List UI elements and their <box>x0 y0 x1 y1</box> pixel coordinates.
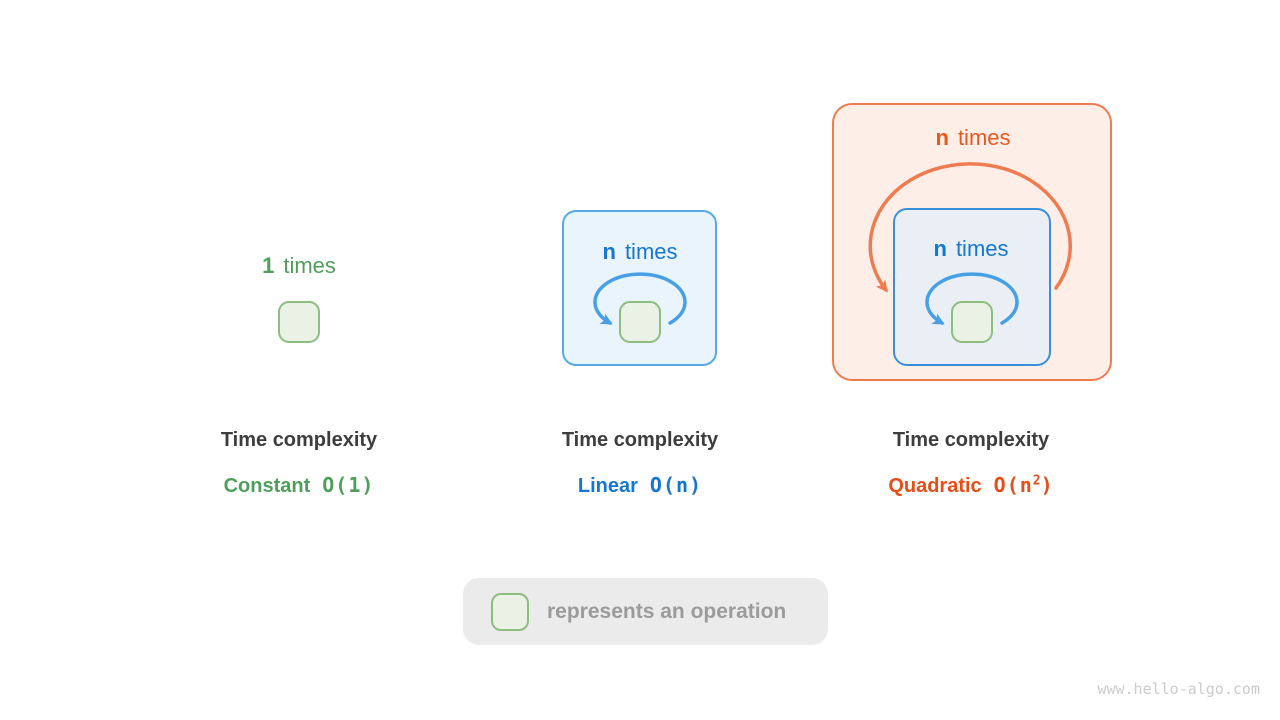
big-o-notation: O(1) <box>322 473 375 497</box>
loop-count-number: n <box>935 125 949 150</box>
complexity-label-quadratic: Quadratic O(n2) <box>841 473 1101 498</box>
operation-box-constant <box>278 301 320 343</box>
panel-title: Time complexity <box>892 429 1050 451</box>
loop-count-number: n <box>933 236 947 261</box>
operation-box-linear <box>619 301 661 343</box>
complexity-label-constant: Constant O(1) <box>169 473 429 498</box>
quadratic-inner-loop-count-label: n times <box>871 236 1071 262</box>
complexity-name: Linear <box>577 475 638 497</box>
loop-count-word: times <box>957 125 1011 150</box>
operation-box-quadratic <box>951 301 993 343</box>
complexity-label-linear: Linear O(n) <box>510 473 770 498</box>
linear-loop-count-label: n times <box>540 239 740 265</box>
operation-box-icon <box>491 592 529 631</box>
loop-count-word: times <box>624 239 678 264</box>
watermark: www.hello-algo.com <box>1097 680 1260 698</box>
constant-loop-count-label: 1 times <box>199 253 399 279</box>
complexity-name: Constant <box>223 475 311 497</box>
loop-count-number: 1 <box>262 253 275 278</box>
legend: represents an operation <box>463 578 828 645</box>
quadratic-outer-loop-count-label: n times <box>873 125 1073 151</box>
loop-count-number: n <box>602 239 616 264</box>
big-o-notation: O(n) <box>649 473 703 497</box>
big-o-notation: O(n2) <box>993 473 1054 497</box>
complexity-name: Quadratic <box>888 475 982 497</box>
loop-count-word: times <box>283 253 336 278</box>
loop-count-word: times <box>955 236 1009 261</box>
panel-title: Time complexity <box>561 429 719 451</box>
panel-title: Time complexity <box>220 429 378 451</box>
legend-label: represents an operation <box>547 599 787 623</box>
